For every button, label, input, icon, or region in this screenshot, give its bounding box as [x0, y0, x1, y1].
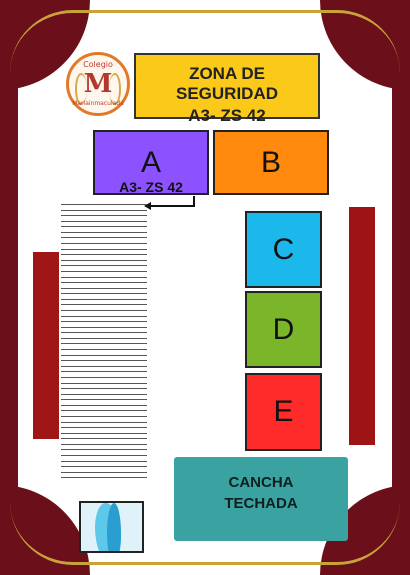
bleacher-step [61, 215, 147, 221]
bleacher-step [61, 443, 147, 450]
bleacher-step [61, 326, 147, 333]
court-label-line2: TECHADA [224, 495, 298, 512]
bleacher-step [61, 321, 147, 327]
bleacher-step [61, 388, 147, 394]
bleacher-step [61, 466, 147, 472]
laurel-right-icon [109, 73, 121, 105]
bleacher-step [61, 410, 147, 416]
bleacher-step [61, 282, 147, 288]
frame-right-border [392, 0, 410, 575]
bleacher-step [61, 460, 147, 467]
bleacher-step [61, 471, 147, 478]
bleacher-step [61, 432, 147, 439]
bleacher-step [61, 337, 147, 344]
logo-bottom-text: Mariainmaculada [72, 100, 124, 107]
bleacher-step [61, 226, 147, 232]
gold-arc-top [10, 10, 400, 73]
school-logo: Colegio M Mariainmaculada [66, 52, 130, 116]
bleacher-step [61, 298, 147, 305]
bleacher-step [61, 237, 147, 243]
block-a-code: A3- ZS 42 [119, 179, 183, 195]
bleacher-step [61, 259, 147, 266]
bleacher-step [61, 343, 147, 349]
block-a: A A3- ZS 42 [93, 130, 209, 195]
bleacher-step [61, 204, 147, 210]
bleacher-step [61, 455, 147, 461]
bleacher-step [61, 421, 147, 428]
bleacher-step [61, 438, 147, 444]
bleacher-step [61, 243, 147, 249]
logo-monogram: M [83, 69, 113, 99]
block-e-letter: E [273, 395, 294, 428]
bleacher-step [61, 382, 147, 389]
bleachers [61, 204, 147, 483]
arrow-stem [193, 196, 195, 206]
bleacher-step [61, 349, 147, 355]
block-c: C [245, 211, 322, 288]
gold-arc-bottom [10, 502, 400, 565]
bleacher-step [61, 399, 147, 405]
bleacher-step [61, 220, 147, 227]
bleacher-step [61, 365, 147, 372]
bleacher-step [61, 309, 147, 316]
block-e: E [245, 373, 322, 451]
block-c-letter: C [272, 233, 295, 266]
bleacher-step [61, 265, 147, 271]
covered-court: CANCHA TECHADA [174, 457, 348, 541]
block-d: D [245, 291, 322, 368]
block-b-letter: B [260, 146, 281, 179]
bleacher-step [61, 287, 147, 294]
bleacher-step [61, 404, 147, 411]
bleacher-step [61, 209, 147, 216]
zone-title: ZONA DE SEGURIDAD [175, 64, 278, 103]
bleacher-step [61, 332, 147, 338]
logo-top-text: Colegio [83, 60, 113, 69]
bleacher-step [61, 304, 147, 310]
bleacher-step [61, 371, 147, 377]
bleacher-step [61, 376, 147, 383]
court-label-line1: CANCHA [228, 474, 294, 491]
bleacher-step [61, 427, 147, 433]
bleacher-step [61, 270, 147, 277]
safety-zone-label: ZONA DE SEGURIDAD A3- ZS 42 [134, 53, 320, 125]
laurel-left-icon [75, 73, 87, 105]
water-shape-dark [107, 503, 121, 551]
pool-image [79, 501, 144, 553]
bleacher-step [61, 248, 147, 255]
frame-left-border [0, 0, 18, 575]
arrow-shaft [150, 205, 195, 207]
bleacher-step [61, 254, 147, 260]
bleacher-step [61, 231, 147, 238]
bleacher-step [61, 449, 147, 455]
right-wall-bar [349, 207, 375, 445]
zone-code: A3- ZS 42 [188, 106, 266, 125]
bleacher-step [61, 293, 147, 299]
bleacher-step [61, 477, 147, 483]
block-b: B [213, 130, 329, 195]
bleacher-step [61, 415, 147, 422]
arrow-left-icon [144, 202, 151, 210]
block-a-letter: A [140, 146, 161, 179]
bleacher-step [61, 315, 147, 322]
bleacher-step [61, 393, 147, 400]
block-d-letter: D [272, 313, 295, 346]
bleacher-step [61, 354, 147, 361]
bleacher-step [61, 276, 147, 283]
bleacher-step [61, 360, 147, 366]
left-wall-bar [33, 252, 59, 439]
